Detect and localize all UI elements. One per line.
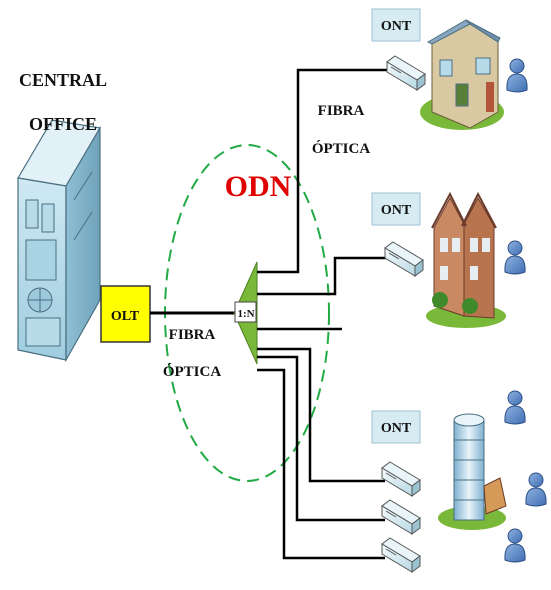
townhouses-icon: [426, 191, 506, 328]
splitter-label-box: [234, 301, 257, 323]
odn-label: ODN: [225, 170, 292, 203]
ont-label-2: ONT: [381, 203, 412, 218]
ont-label-3: ONT: [381, 421, 412, 436]
ont-device-icon: [384, 241, 424, 277]
ont-label-1: ONT: [381, 19, 412, 34]
ont-label-box-2: [371, 192, 421, 226]
olt-label: OLT: [111, 309, 140, 324]
office-tower-icon: [438, 413, 507, 530]
ont-label-box-1: [371, 8, 421, 42]
ont-device-icon: [381, 499, 421, 535]
ont-device-icon: [381, 461, 421, 497]
person-icon: [504, 240, 526, 275]
fibra-left-line1: FIBRA: [169, 327, 216, 343]
central-office-label-line2: OFFICE: [29, 114, 97, 134]
person-icon: [504, 528, 526, 563]
ont-device-icon: [381, 537, 421, 573]
person-icon: [504, 390, 526, 425]
fibra-left-line2: ÓPTICA: [163, 363, 222, 380]
ont-device-icon: [386, 55, 426, 91]
central-office-building-icon: [17, 119, 101, 363]
person-icon: [506, 58, 528, 93]
ont-label-box-3: [371, 410, 421, 444]
house-icon: [420, 19, 504, 130]
fibra-top-line2: ÓPTICA: [312, 140, 371, 157]
distribution-fibers: [257, 68, 395, 560]
fibra-top-line1: FIBRA: [318, 103, 365, 119]
person-icon: [525, 472, 547, 507]
central-office-label-line1: CENTRAL: [19, 70, 107, 90]
splitter-label: 1:N: [237, 308, 254, 320]
